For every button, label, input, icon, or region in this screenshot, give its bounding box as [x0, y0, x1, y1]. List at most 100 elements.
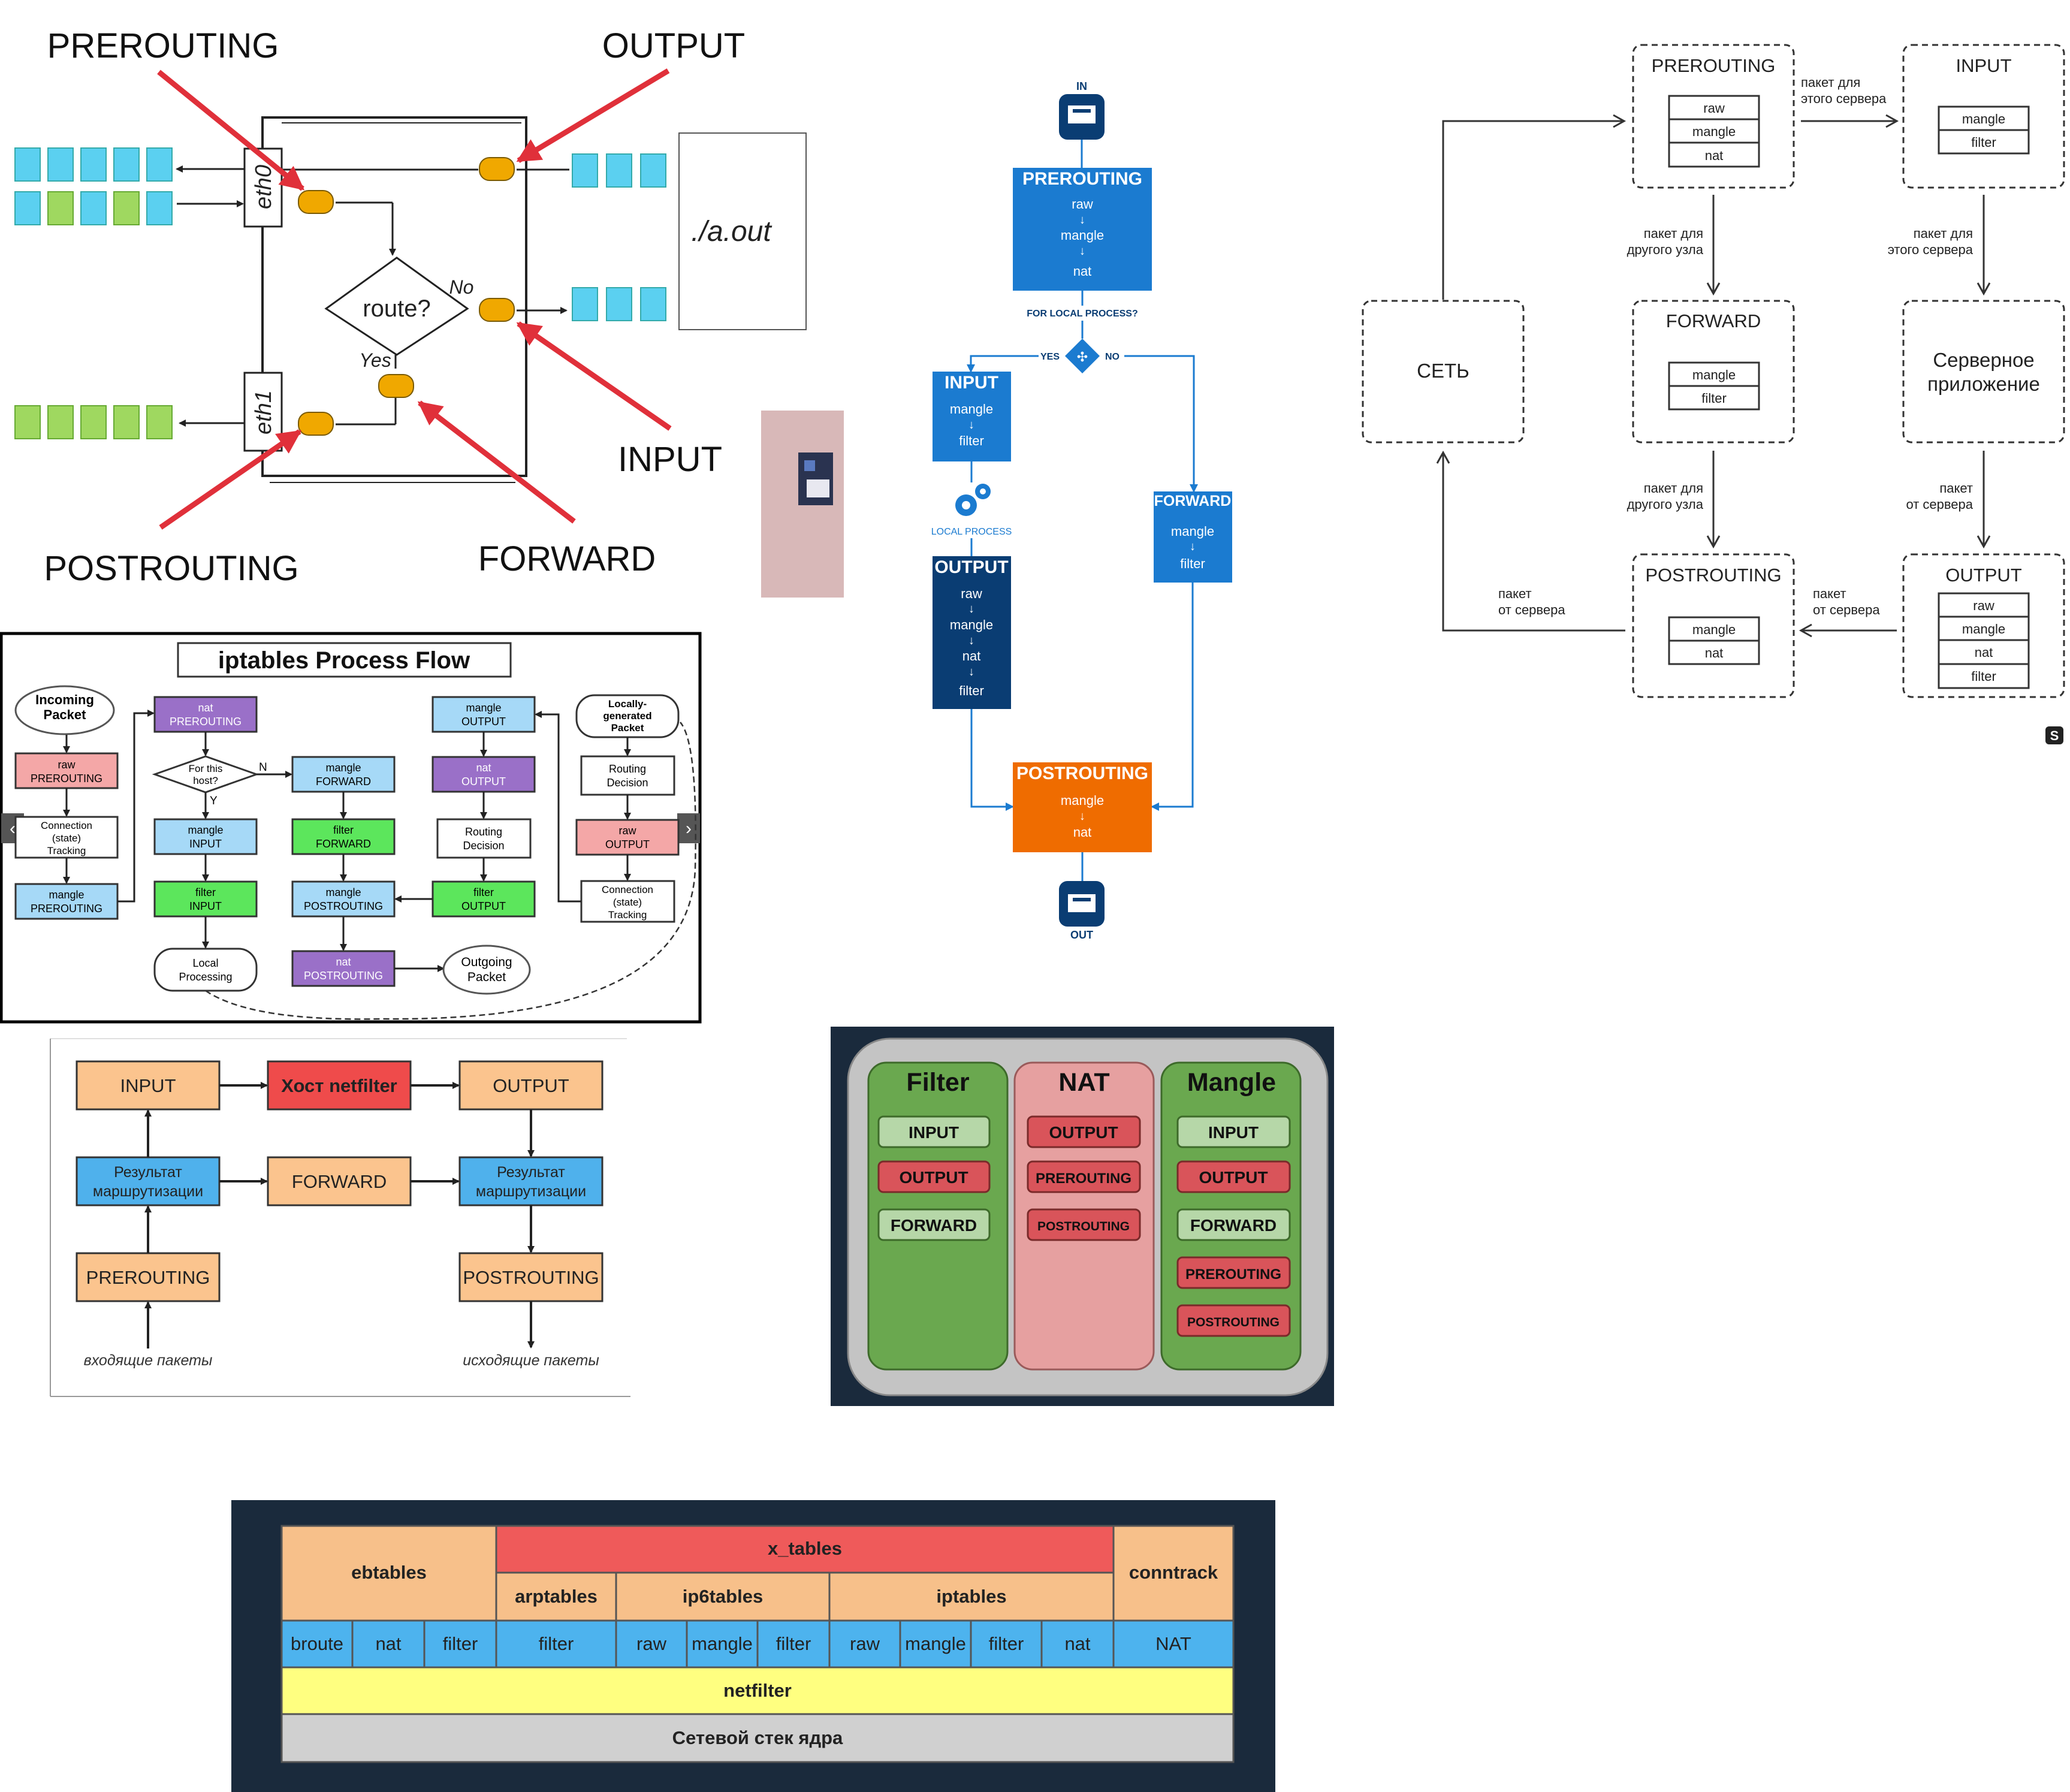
tbl-filter-forward: FORWARD — [891, 1216, 977, 1235]
ru-app-line1: Серверное — [1933, 349, 2034, 371]
app-box — [678, 132, 807, 330]
ro-route2-1: Результат — [497, 1164, 565, 1181]
pf-title-box — [177, 642, 512, 678]
ru-edge3-a: пакет для — [1914, 226, 1973, 241]
yes-label: YES — [1040, 352, 1060, 362]
panel-ru-chains: PREROUTING raw mangle nat INPUT mangle f… — [1362, 44, 2065, 744]
ro-route1-1: Результат — [114, 1164, 182, 1181]
ro-output-label: OUTPUT — [493, 1075, 569, 1096]
stk-ebtables-label: ebtables — [351, 1562, 427, 1583]
ru-output-raw: raw — [1973, 598, 1994, 613]
input-title: INPUT — [945, 373, 998, 393]
pf-locgen-2: generated — [603, 710, 651, 722]
output-filter: filter — [959, 683, 984, 698]
stk-cell-ip-nat: nat — [1064, 1633, 1090, 1654]
pf-conn1-3: Tracking — [47, 845, 86, 856]
label-prerouting: PREROUTING — [47, 26, 279, 65]
pf-mangle-fwd-1: mangle — [325, 762, 361, 774]
ro-route1-2: маршрутизации — [93, 1183, 203, 1200]
ru-app-line2: приложение — [1927, 373, 2040, 395]
stk-cell-ip6-filter: filter — [776, 1633, 811, 1654]
forward-title: FORWARD — [1154, 493, 1232, 509]
label-forward: FORWARD — [478, 539, 656, 578]
pf-filter-fwd — [291, 818, 396, 855]
queue-out-bottom — [14, 405, 173, 439]
eth1-label: eth1 — [251, 390, 276, 435]
stk-cells: broute nat filter filter raw mangle filt… — [280, 1619, 1235, 1669]
pf-filter-out-2: OUTPUT — [461, 900, 506, 912]
stk-cell-broute: broute — [291, 1633, 343, 1654]
out-label: OUT — [1070, 929, 1093, 941]
pf-raw-pre-1: raw — [58, 759, 76, 771]
gears-icon — [955, 484, 991, 516]
ru-edge4-a: пакет для — [1644, 481, 1703, 496]
hook-postrouting — [298, 412, 334, 436]
panel-blue-flow: IN PREROUTING raw ↓ mangle ↓ nat FOR LOC… — [931, 80, 1232, 941]
stk-xtables-label: x_tables — [768, 1538, 842, 1559]
pf-raw-pre — [14, 752, 119, 789]
pf-mangle-pre-2: PREROUTING — [31, 903, 102, 915]
yes-label: Yes — [359, 349, 391, 371]
ro-forward — [267, 1156, 412, 1206]
tbl-mangle-prerouting: PREROUTING — [1185, 1266, 1281, 1283]
ru-input-mangle: mangle — [1962, 111, 2005, 126]
ru-pre-title: PREROUTING — [1652, 55, 1776, 76]
pf-mangle-in-1: mangle — [188, 824, 223, 836]
stk-kernel-label: Сетевой стек ядра — [672, 1727, 843, 1748]
pf-locgen-1: Locally- — [608, 698, 647, 710]
ru-edge2-b: другого узла — [1627, 242, 1704, 257]
ru-edge5-b: от сервера — [1906, 497, 1973, 512]
in-label: IN — [1076, 80, 1087, 92]
ru-output-filter: filter — [1971, 669, 1996, 684]
ru-forward-filter: filter — [1701, 391, 1727, 406]
stk-cell-arp-filter: filter — [539, 1633, 574, 1654]
ru-input-title: INPUT — [1956, 55, 2012, 76]
app-label: ./a.out — [691, 216, 772, 248]
pf-filter-out-1: filter — [473, 886, 494, 898]
pf-prev-icon: ‹ — [10, 819, 16, 838]
ru-forward-mangle: mangle — [1692, 367, 1736, 382]
pre-mangle: mangle — [1061, 228, 1104, 243]
local-process-label: LOCAL PROCESS — [931, 527, 1012, 537]
stk-cell-eb-filter: filter — [443, 1633, 478, 1654]
pf-mangle-post-1: mangle — [325, 886, 361, 898]
stk-netfilter-label: netfilter — [723, 1680, 792, 1701]
pf-nat-out-1: nat — [476, 762, 491, 774]
pf-raw-out — [575, 819, 680, 856]
pf-raw-out-2: OUTPUT — [605, 838, 650, 850]
pf-filter-fwd-1: filter — [333, 824, 354, 836]
stk-cell-eb-nat: nat — [375, 1633, 401, 1654]
svg-text:↓: ↓ — [1079, 213, 1085, 227]
input-box — [933, 372, 1011, 461]
ru-post-box — [1632, 553, 1795, 698]
post-title: POSTROUTING — [1016, 764, 1148, 783]
pf-nat-pre — [153, 696, 258, 733]
ru-pre-mangle: mangle — [1692, 124, 1736, 139]
pf-outgoing-1: Outgoing — [461, 955, 512, 969]
ru-input-box — [1902, 44, 2065, 189]
ro-output — [458, 1060, 604, 1111]
svg-text:↓: ↓ — [968, 418, 974, 432]
pre-title: PREROUTING — [1022, 169, 1142, 189]
decision-diamond — [1065, 339, 1100, 373]
pf-conn2 — [580, 880, 675, 923]
panel-tables: Filter INPUT OUTPUT FORWARD NAT OUTPUT P… — [831, 1027, 1334, 1406]
ru-edge3-b: этого сервера — [1888, 242, 1974, 257]
tbl-filter-output: OUTPUT — [899, 1168, 968, 1187]
pf-locgen-3: Packet — [611, 722, 644, 734]
source-badge-icon — [2045, 726, 2063, 744]
tbl-nat-output: OUTPUT — [1049, 1123, 1118, 1142]
hook-forward — [378, 374, 414, 398]
ru-output-title: OUTPUT — [1945, 565, 2022, 586]
ru-pre-nat: nat — [1705, 148, 1724, 163]
pf-nat-post-2: POSTROUTING — [304, 970, 383, 982]
post-nat: nat — [1073, 825, 1092, 840]
stk-ebtables — [280, 1525, 497, 1622]
ro-input — [76, 1060, 221, 1111]
stk-ip6tables-label: ip6tables — [683, 1586, 763, 1607]
output-box — [933, 556, 1011, 709]
tbl-nat-postrouting: POSTROUTING — [1037, 1220, 1130, 1233]
pf-route1-1: Routing — [465, 826, 502, 838]
hook-prerouting — [298, 190, 334, 214]
